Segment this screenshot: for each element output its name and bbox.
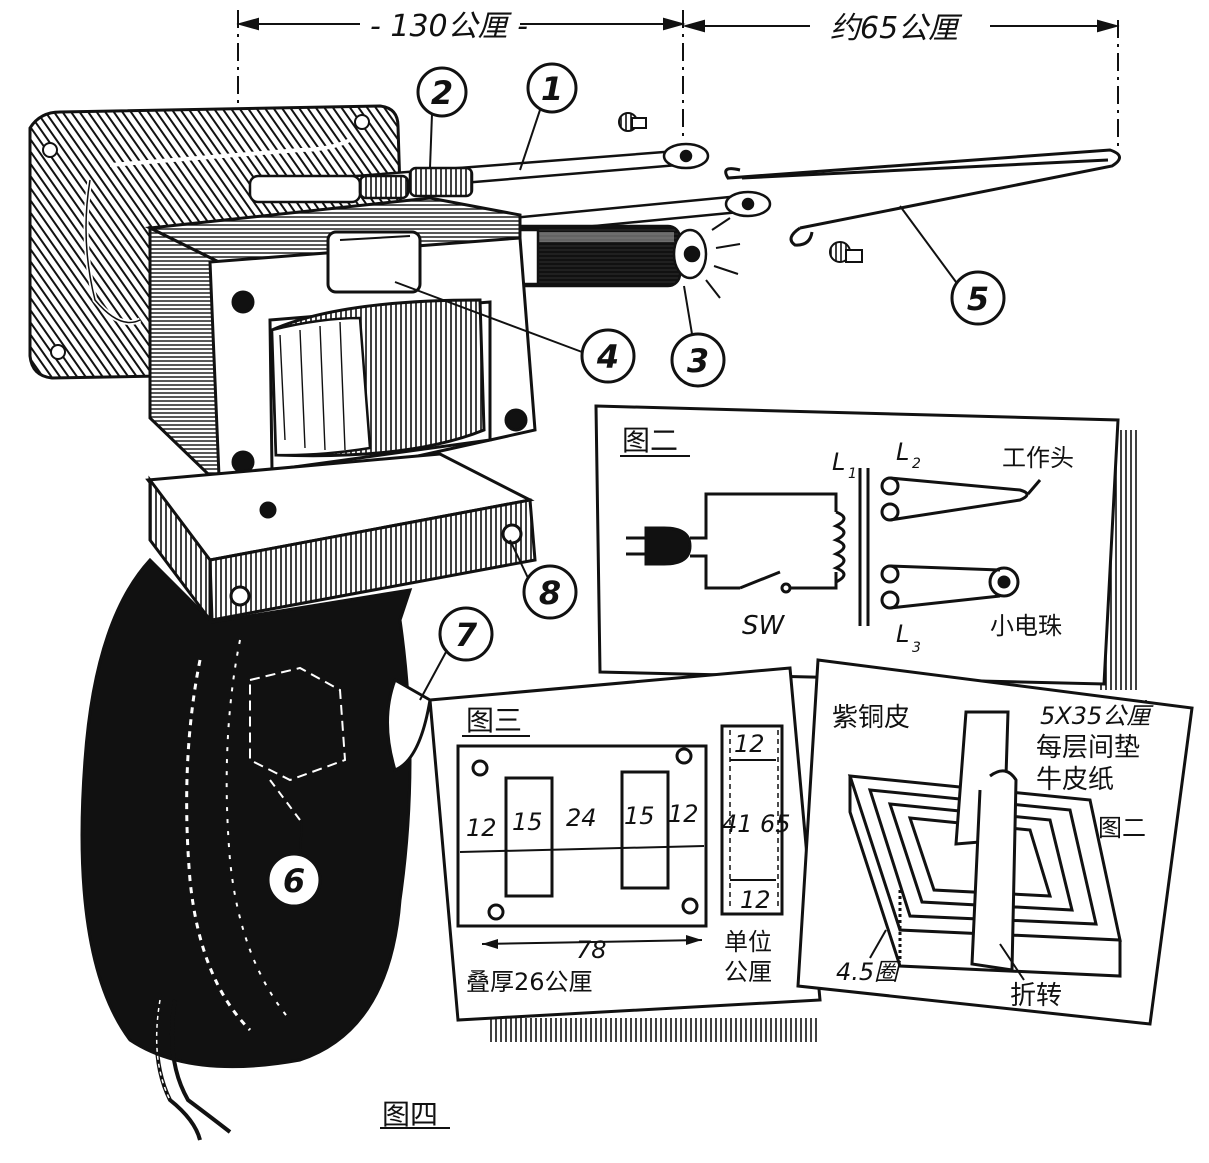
callout-8 [522, 564, 578, 620]
fig2-panel: 图二 [594, 404, 1140, 690]
svg-text:1: 1 [848, 466, 857, 482]
switch-label: SW [742, 611, 786, 641]
callout-leaders [299, 109, 957, 855]
dim-24: 24 [566, 804, 597, 832]
dim-78: 78 [576, 936, 607, 964]
coil-fig-title: 图二 [1098, 814, 1146, 842]
screw-bottom [829, 241, 863, 263]
svg-text:8: 8 [539, 574, 561, 612]
svg-text:4: 4 [596, 338, 619, 376]
svg-text:7: 7 [455, 616, 478, 654]
svg-text:L: L [896, 620, 909, 648]
callout-numbers: 1 2 3 4 5 6 7 8 [283, 70, 989, 900]
dim-15-left: 15 [512, 808, 543, 836]
tip-wire [724, 148, 1121, 247]
probe-length-label: 约65公厘 [830, 11, 963, 46]
unit-label-2: 公厘 [724, 958, 772, 986]
screw-top [618, 112, 647, 132]
svg-text:2: 2 [431, 74, 453, 112]
fig2-title: 图二 [622, 424, 678, 457]
dim-12-left: 12 [466, 814, 497, 842]
tip-label: 工作头 [1002, 444, 1074, 472]
callout-3 [670, 332, 726, 388]
light-rays [705, 217, 741, 299]
dim-right-bottom: 12 [740, 886, 771, 914]
callout-5 [950, 270, 1006, 326]
transformer [144, 196, 537, 504]
copper-sheet-label: 紫铜皮 [832, 703, 910, 733]
layer-label-1: 每层间垫 [1036, 733, 1140, 763]
spiral-coil [847, 710, 1122, 978]
callout-2 [416, 66, 468, 118]
dim-right-top: 12 [734, 730, 765, 758]
callout-4 [580, 328, 636, 384]
fig3-title: 图三 [466, 704, 522, 737]
fig3-panel: 图三 12 15 24 15 12 12 41 65 [428, 666, 822, 1042]
dim-12-right: 12 [668, 800, 699, 828]
svg-text:3: 3 [912, 640, 921, 656]
unit-label-1: 单位 [724, 928, 772, 956]
callout-6 [266, 852, 322, 908]
svg-text:L: L [896, 438, 909, 466]
svg-text:5: 5 [967, 280, 989, 318]
secondary-coil-L2 [880, 476, 1042, 522]
power-cord [154, 999, 232, 1141]
svg-text:1: 1 [541, 70, 563, 108]
handle-grip [80, 557, 432, 1069]
turns-label: 4.5圈 [836, 958, 901, 986]
svg-text:3: 3 [687, 342, 709, 380]
layer-label-2: 牛皮纸 [1036, 765, 1114, 795]
dim-41: 41 [722, 810, 753, 838]
plug-symbol [626, 492, 838, 594]
primary-coil [832, 468, 870, 626]
callout-7 [438, 606, 494, 662]
bulb-label: 小电珠 [990, 612, 1062, 640]
fig4-title: 图四 [382, 1098, 438, 1131]
core-outline [456, 724, 784, 949]
fold-label: 折转 [1010, 981, 1062, 1011]
callout-1 [526, 62, 578, 114]
dim-15-right: 15 [624, 802, 655, 830]
svg-text:2: 2 [912, 456, 921, 472]
dim-65: 65 [760, 810, 791, 838]
stack-thickness: 叠厚26公厘 [466, 968, 593, 996]
secondary-coil-L3 [880, 564, 1020, 610]
total-width-label: - 130公厘 - [370, 9, 528, 44]
svg-text:L: L [832, 448, 845, 476]
part-callouts [266, 62, 1006, 908]
svg-text:6: 6 [283, 862, 305, 900]
coil-panel: 紫铜皮 5X35公厘 每层间垫 牛皮纸 图二 4.5圈 折转 [796, 658, 1194, 1026]
size-label: 5X35公厘 [1040, 702, 1154, 730]
handle-base [145, 452, 537, 625]
